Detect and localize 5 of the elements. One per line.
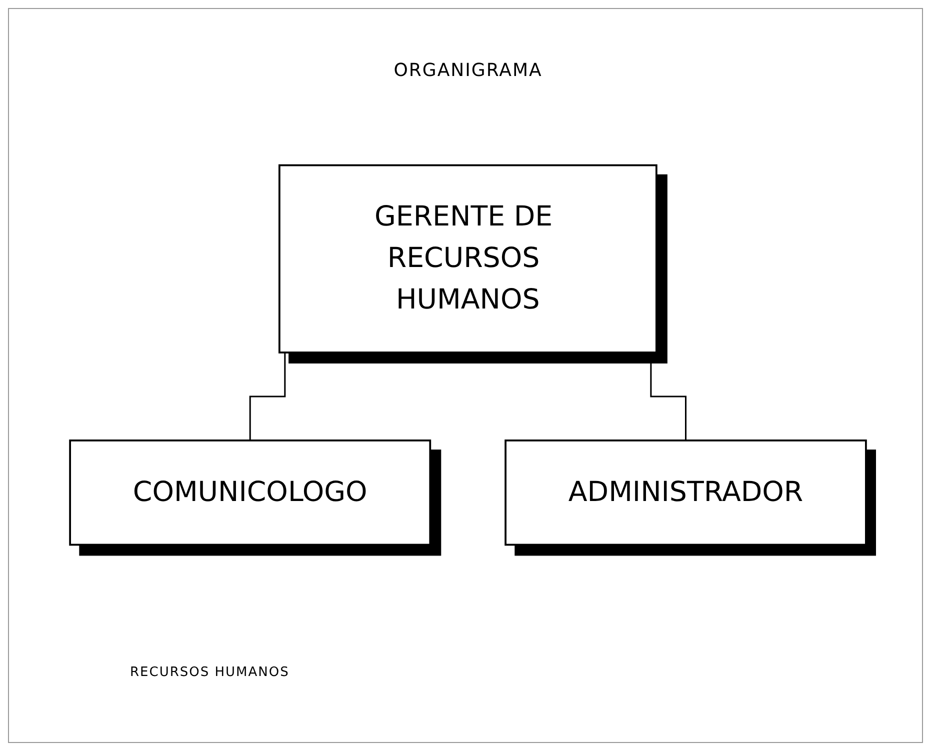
role-box: GERENTE DE RECURSOS HUMANOS bbox=[278, 164, 658, 354]
chart-title: ORGANIGRAMA bbox=[392, 60, 544, 81]
footer-note: RECURSOS HUMANOS bbox=[130, 665, 290, 680]
role-box: ADMINISTRADOR bbox=[504, 440, 867, 546]
role-box: COMUNICOLOGO bbox=[69, 440, 432, 546]
